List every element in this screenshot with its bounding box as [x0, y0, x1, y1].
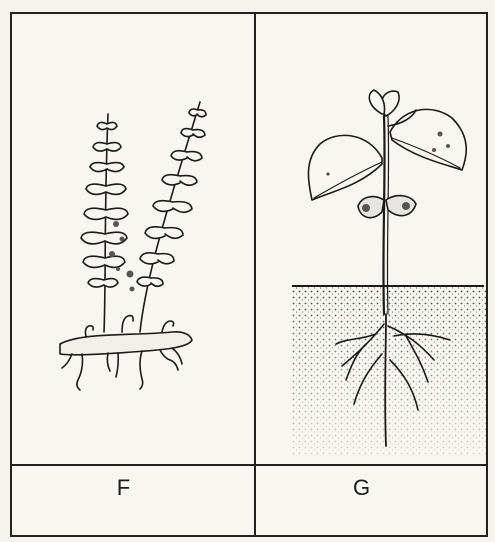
flowering-plant-illustration-icon [256, 14, 488, 464]
soil-region [292, 286, 486, 456]
left-frond-pinnae [81, 122, 128, 287]
panel-label-g: G [246, 458, 478, 518]
fern-illustration-icon [12, 14, 254, 464]
panel-label-f: F [8, 458, 240, 518]
